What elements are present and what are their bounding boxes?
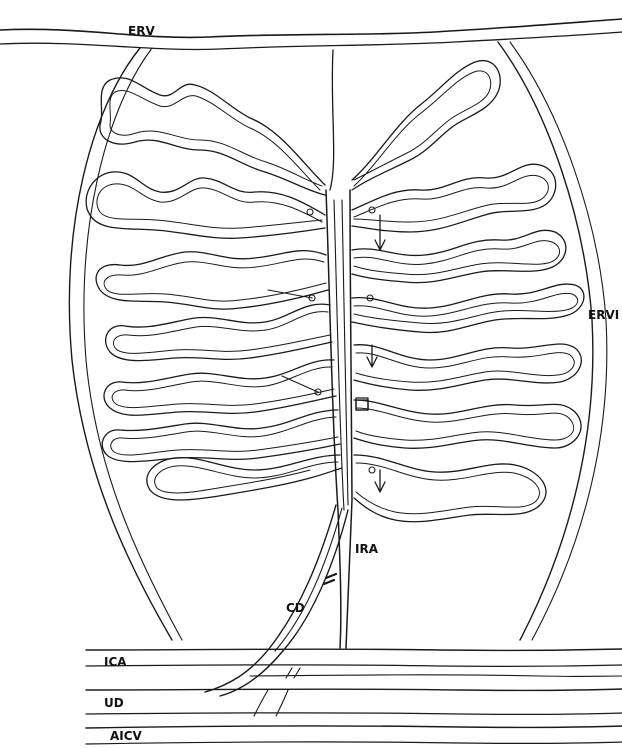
central-trunk [326,50,352,648]
erv-vessel [0,19,622,49]
marker-arrows [268,207,385,492]
aicv-label: AICV [110,729,143,743]
ud-label: UD [104,696,124,710]
bottom-vessels [86,649,622,744]
cd-vessel [205,505,348,696]
ervi-label: ERVI [588,308,619,322]
right-loops [352,61,584,522]
lateral-arcade-right [498,42,607,640]
lateral-arcade-left [69,48,182,640]
left-loops [86,78,342,500]
erv-label: ERV [128,24,155,38]
ica-label: ICA [104,655,127,669]
ira-label: IRA [355,542,379,556]
cd-label: CD [286,601,305,615]
